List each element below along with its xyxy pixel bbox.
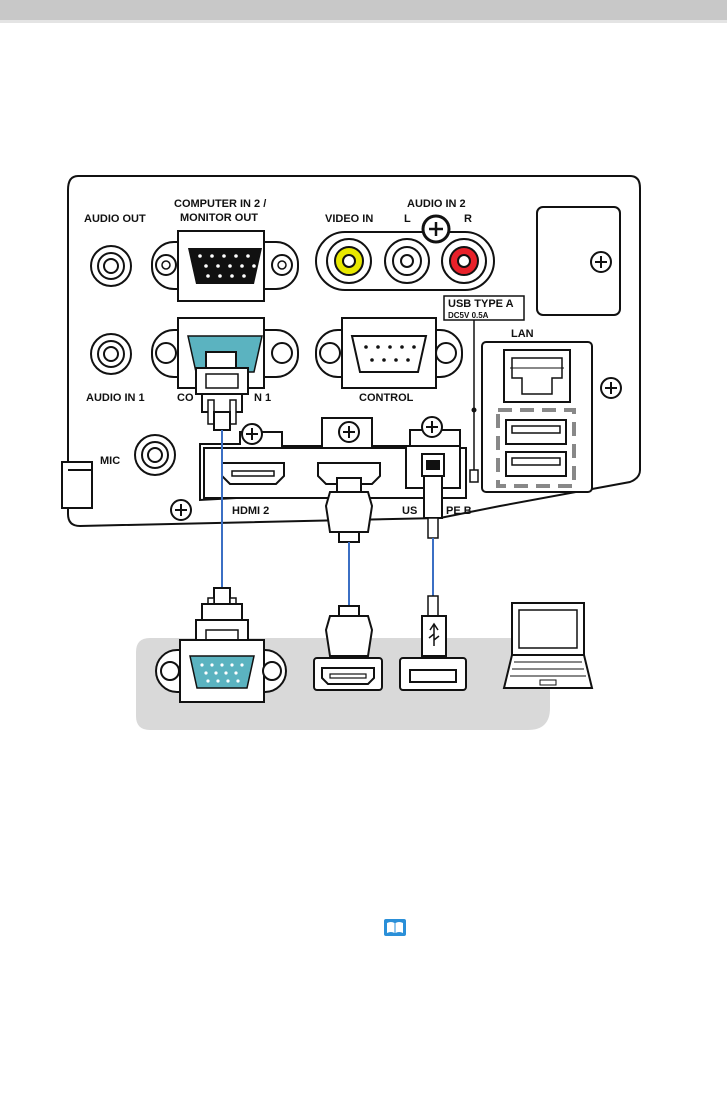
label-computer-in1-a: CO	[177, 392, 194, 404]
hdmi2-port	[221, 462, 285, 485]
cover-screw-icon	[590, 251, 612, 273]
bottom-screw-icon	[170, 499, 192, 521]
label-usb-rating: DC5V 0.5A	[448, 311, 489, 320]
laptop-icon	[502, 602, 594, 689]
rca-jacks	[315, 214, 495, 291]
label-audio-r: R	[464, 213, 472, 225]
label-video-in: VIDEO IN	[325, 213, 373, 225]
label-usb-type-a: USB TYPE A	[448, 298, 514, 310]
computer-vga-port	[155, 639, 287, 703]
label-audio-l: L	[404, 213, 411, 225]
lan-screw-icon	[600, 377, 622, 399]
computer-in2-port	[151, 230, 299, 302]
label-control: CONTROL	[359, 392, 414, 404]
hdmi-plug-top	[324, 477, 374, 543]
usb-b-screw-icon	[421, 416, 443, 438]
label-audio-in1: AUDIO IN 1	[86, 392, 145, 404]
vga-plug-top	[195, 351, 249, 431]
mic-jack	[134, 434, 176, 476]
audio-out-jack	[90, 245, 132, 287]
audio-in1-jack	[90, 333, 132, 375]
label-audio-in2: AUDIO IN 2	[407, 198, 466, 210]
control-port	[315, 317, 463, 389]
panel-foot	[61, 461, 93, 509]
label-computer-in2-line2: MONITOR OUT	[180, 212, 258, 224]
label-lan: LAN	[511, 328, 534, 340]
usb-symbol-icon	[428, 622, 440, 646]
label-usb-type-b-a: US	[402, 505, 417, 517]
computer-usb-port	[399, 657, 467, 691]
book-icon	[384, 919, 406, 936]
hdmi-screw-mid-icon	[338, 421, 360, 443]
label-usb-type-b-b: PE B	[446, 505, 472, 517]
hdmi1-port	[317, 462, 381, 485]
lan-usb-block	[481, 341, 593, 493]
label-audio-out: AUDIO OUT	[84, 213, 146, 225]
computer-hdmi-port	[313, 657, 383, 691]
hdmi-screw-left-icon	[241, 423, 263, 445]
usb-a-label-box	[443, 295, 525, 321]
side-cover	[536, 206, 621, 316]
header-bar	[0, 0, 727, 20]
label-mic: MIC	[100, 455, 120, 467]
label-hdmi2: HDMI 2	[232, 505, 269, 517]
header-divider	[0, 20, 727, 23]
label-computer-in2-line1: COMPUTER IN 2 /	[174, 198, 266, 210]
label-computer-in1-b: N 1	[254, 392, 271, 404]
usb-b-plug-top	[421, 453, 445, 539]
